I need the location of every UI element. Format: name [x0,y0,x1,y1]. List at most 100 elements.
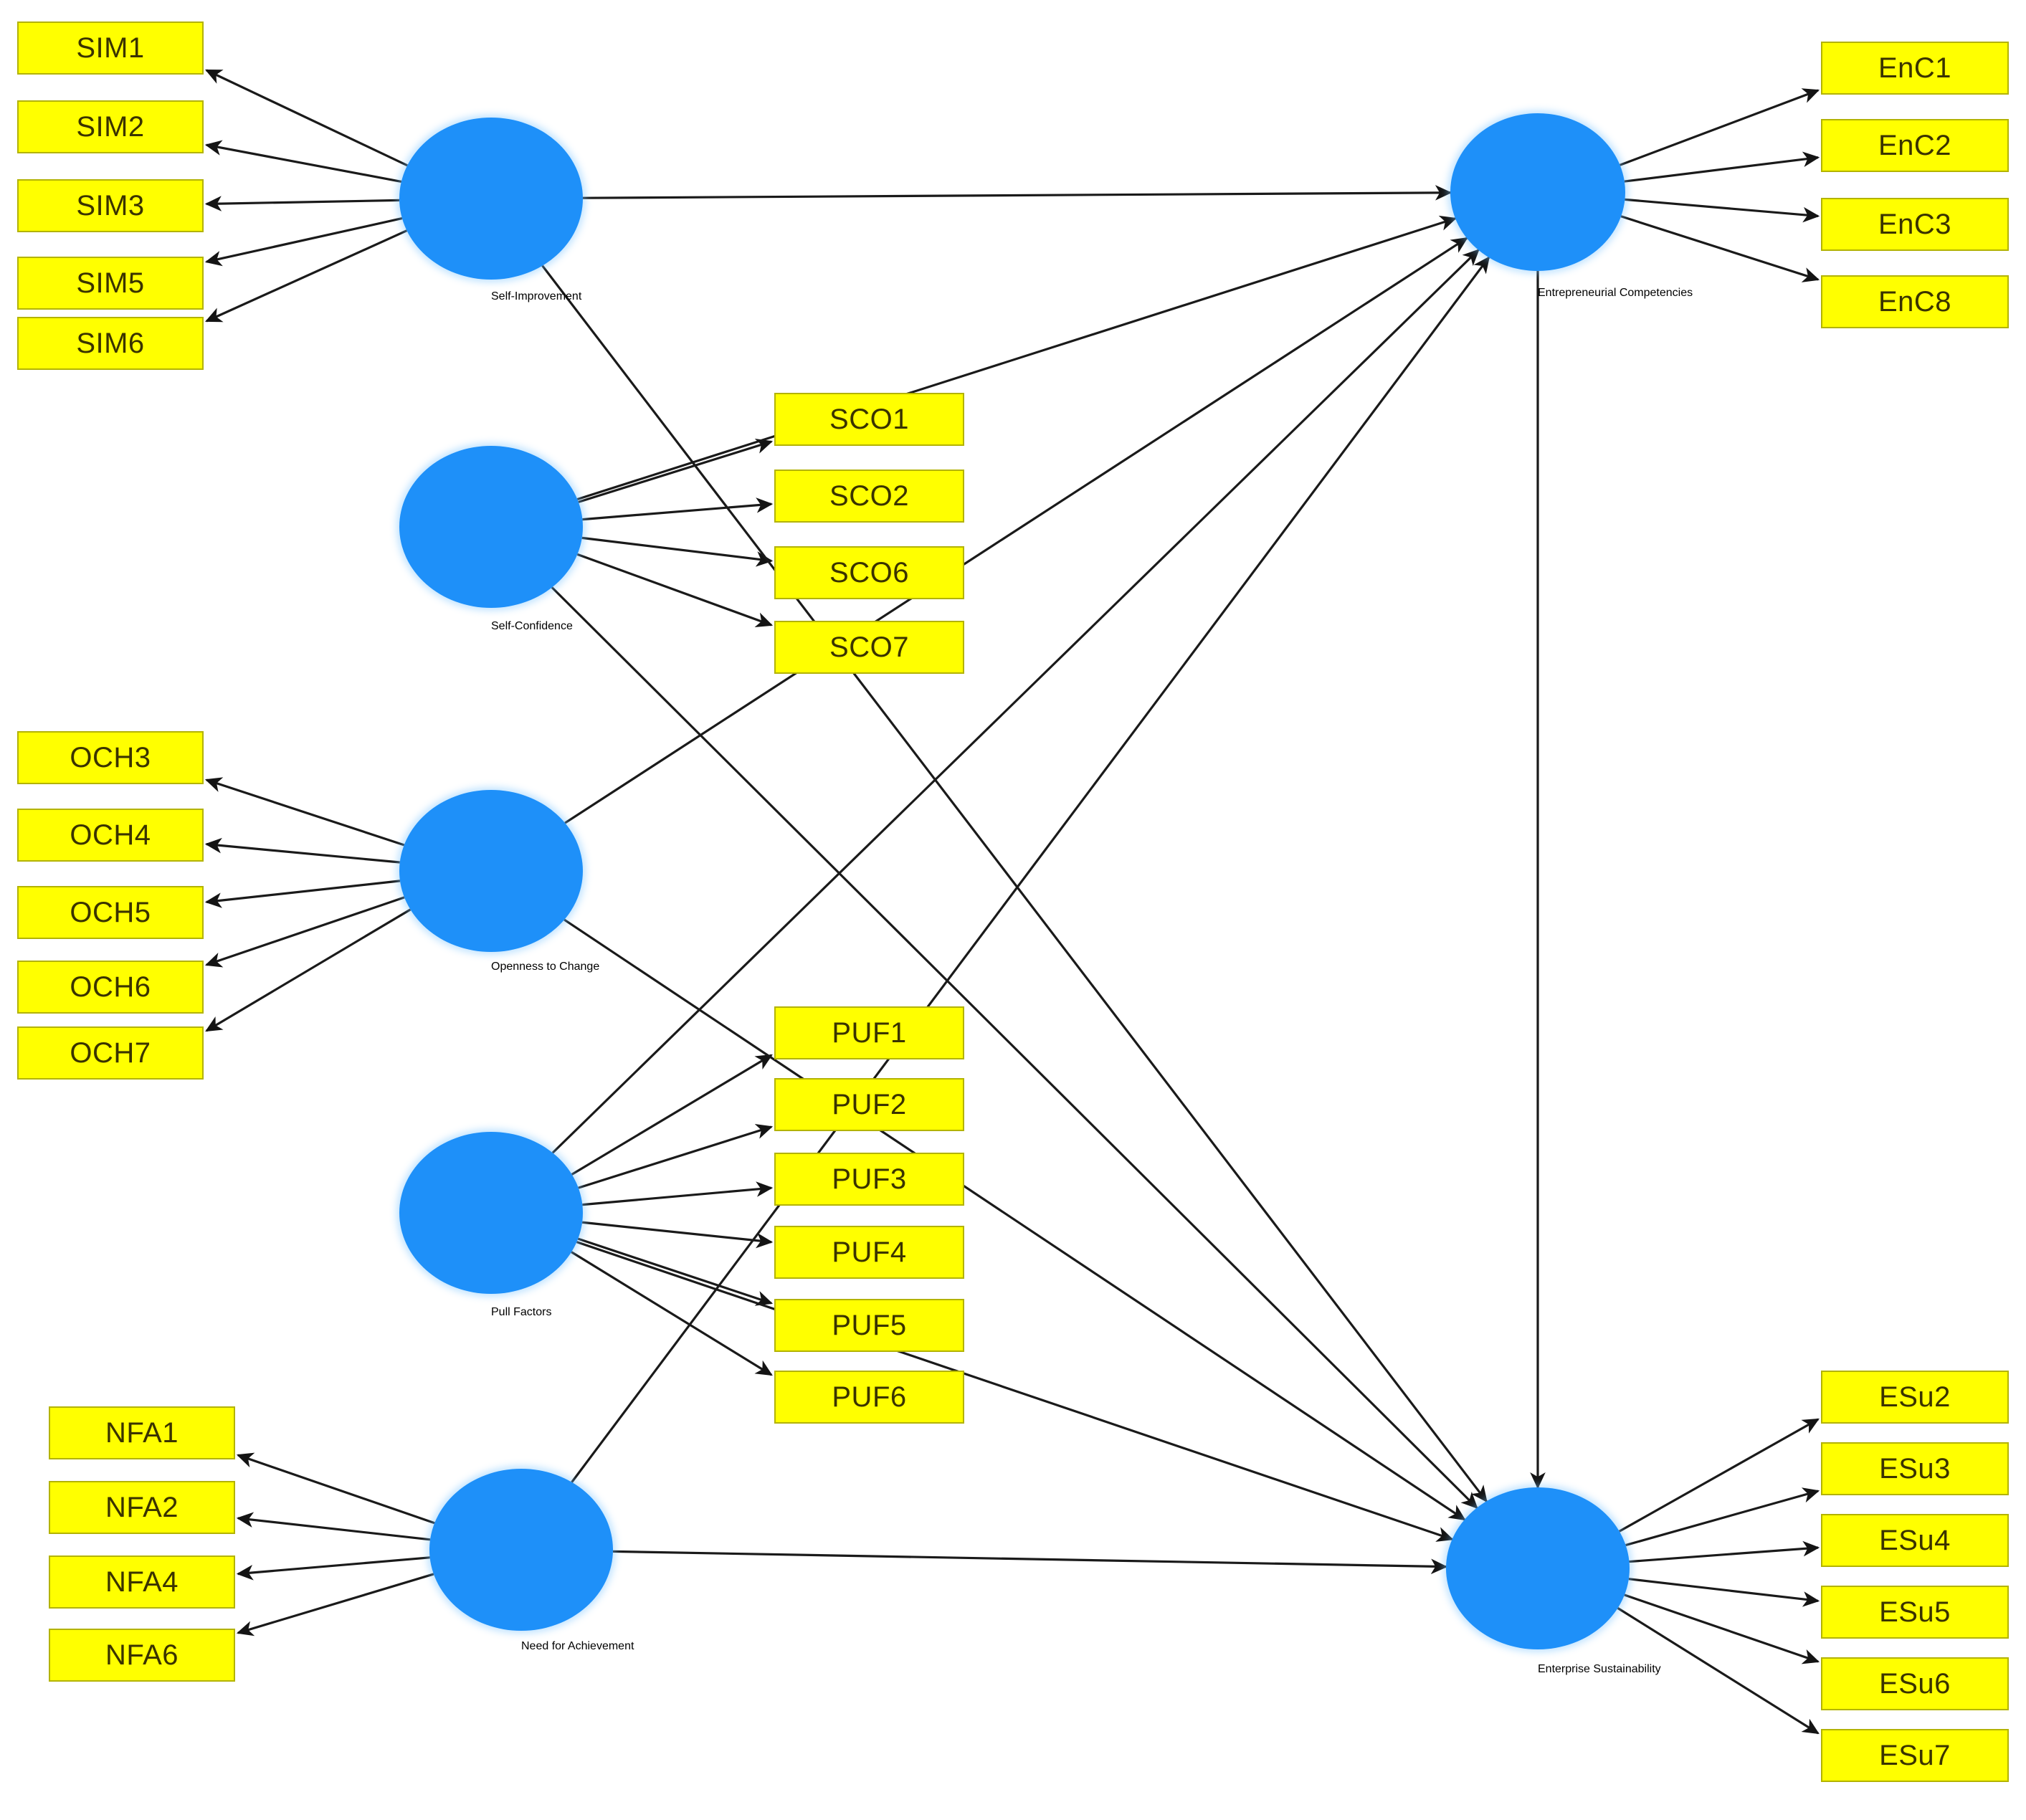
construct-node-puf[interactable] [399,1132,583,1294]
indicator-box[interactable]: SIM5 [17,257,204,310]
measurement-path-NFA-NFA2 [236,1512,431,1541]
structural-path-OCH-EnC [564,237,1468,824]
indicator-box[interactable]: OCH6 [17,961,204,1014]
measurement-path-group [204,69,1820,1735]
indicator-box[interactable]: SIM6 [17,317,204,370]
construct-label: Self-Improvement [491,290,582,302]
indicator-box[interactable]: ESu6 [1821,1657,2009,1710]
construct-ellipse [1446,1487,1630,1649]
indicator-box[interactable]: SIM3 [17,179,204,232]
structural-path-OCH-ESu [563,918,1466,1521]
measurement-path-PUF-PUF2 [578,1124,774,1189]
construct-node-esu[interactable] [1446,1487,1630,1649]
structural-path-SCO-ESu [551,586,1478,1510]
measurement-path-SCO-SCO6 [581,536,774,567]
construct-label: Openness to Change [491,961,600,973]
structural-path-PUF-EnC [551,249,1480,1154]
measurement-path-ESu-ESu3 [1625,1487,1820,1547]
indicator-box[interactable]: SCO7 [774,621,964,674]
measurement-path-ESu-ESu2 [1619,1418,1820,1533]
construct-node-enc[interactable] [1450,113,1625,271]
construct-label: Self-Confidence [491,620,573,632]
indicator-box[interactable]: SCO1 [774,393,964,446]
measurement-path-ESu-ESu6 [1624,1593,1820,1664]
indicator-box[interactable]: EnC8 [1821,275,2009,328]
indicator-box[interactable]: OCH7 [17,1026,204,1080]
indicator-box[interactable]: PUF3 [774,1153,964,1206]
construct-label: Enterprise Sustainability [1538,1663,1661,1675]
structural-path-SCO-EnC [576,215,1457,501]
indicator-box[interactable]: ESu7 [1821,1729,2009,1782]
measurement-path-EnC-EnC2 [1624,151,1820,183]
measurement-path-SCO-SCO2 [582,497,774,521]
indicator-box[interactable]: NFA6 [49,1629,235,1682]
measurement-path-ESu-ESu7 [1617,1607,1820,1735]
measurement-path-NFA-NFA4 [236,1556,430,1581]
construct-node-och[interactable] [399,790,583,952]
indicator-box[interactable]: EnC1 [1821,42,2009,95]
construct-ellipse [399,446,583,608]
measurement-path-PUF-PUF4 [581,1221,774,1249]
indicator-box[interactable]: SCO6 [774,546,964,599]
indicator-box[interactable]: ESu2 [1821,1371,2009,1424]
indicator-box[interactable]: SIM2 [17,100,204,153]
structural-path-SIM-ESu [541,265,1488,1503]
measurement-path-SCO-SCO7 [576,553,774,627]
structural-path-NFA-EnC [571,256,1490,1483]
measurement-path-EnC-EnC3 [1625,198,1820,223]
indicator-box[interactable]: OCH5 [17,886,204,939]
construct-ellipse [429,1469,613,1631]
measurement-path-ESu-ESu4 [1629,1540,1820,1563]
indicator-box[interactable]: NFA4 [49,1555,235,1609]
measurement-path-PUF-PUF1 [571,1054,773,1176]
structural-path-group [541,185,1546,1575]
measurement-path-OCH-OCH4 [204,837,400,864]
measurement-path-PUF-PUF6 [571,1251,773,1376]
indicator-box[interactable]: SIM1 [17,22,204,75]
indicator-box[interactable]: NFA1 [49,1406,235,1459]
indicator-box[interactable]: ESu3 [1821,1442,2009,1495]
indicator-box[interactable]: OCH3 [17,731,204,784]
construct-label: Entrepreneurial Competencies [1538,287,1693,299]
construct-node-nfa[interactable] [429,1469,613,1631]
measurement-path-SCO-SCO1 [578,438,774,503]
measurement-path-ESu-ESu5 [1628,1578,1820,1607]
measurement-path-OCH-OCH7 [205,908,412,1032]
indicator-box[interactable]: PUF4 [774,1226,964,1279]
indicator-box[interactable]: PUF2 [774,1078,964,1131]
measurement-path-SIM-SIM1 [205,69,408,167]
measurement-path-SIM-SIM3 [204,196,400,211]
construct-ellipse [399,790,583,952]
indicator-box[interactable]: EnC2 [1821,119,2009,172]
measurement-path-SIM-SIM2 [204,140,402,183]
indicator-box[interactable]: EnC3 [1821,198,2009,251]
indicator-box[interactable]: NFA2 [49,1481,235,1534]
construct-node-sco[interactable] [399,446,583,608]
measurement-path-PUF-PUF5 [577,1237,774,1306]
measurement-path-NFA-NFA1 [236,1452,435,1525]
measurement-path-EnC-EnC1 [1620,88,1820,166]
indicator-box[interactable]: OCH4 [17,809,204,862]
indicator-box[interactable]: PUF1 [774,1006,964,1059]
indicator-box[interactable]: SCO2 [774,470,964,523]
measurement-path-NFA-NFA6 [236,1573,434,1636]
construct-ellipse [1450,113,1625,271]
construct-label: Need for Achievement [521,1640,634,1652]
indicator-box[interactable]: PUF5 [774,1299,964,1352]
indicator-box[interactable]: ESu5 [1821,1586,2009,1639]
structural-path-SIM-EnC [582,185,1452,201]
indicator-box[interactable]: ESu4 [1821,1514,2009,1567]
structural-path-PUF-ESu [576,1241,1454,1542]
construct-label: Pull Factors [491,1306,552,1318]
structural-path-NFA-ESu [612,1550,1448,1575]
measurement-path-OCH-OCH6 [204,896,405,968]
construct-ellipse [399,118,583,280]
measurement-path-OCH-OCH3 [204,777,405,847]
construct-node-sim[interactable] [399,118,583,280]
measurement-path-SIM-SIM6 [204,229,408,323]
measurement-path-PUF-PUF3 [582,1181,774,1206]
indicator-box[interactable]: PUF6 [774,1371,964,1424]
measurement-path-OCH-OCH5 [204,880,401,908]
